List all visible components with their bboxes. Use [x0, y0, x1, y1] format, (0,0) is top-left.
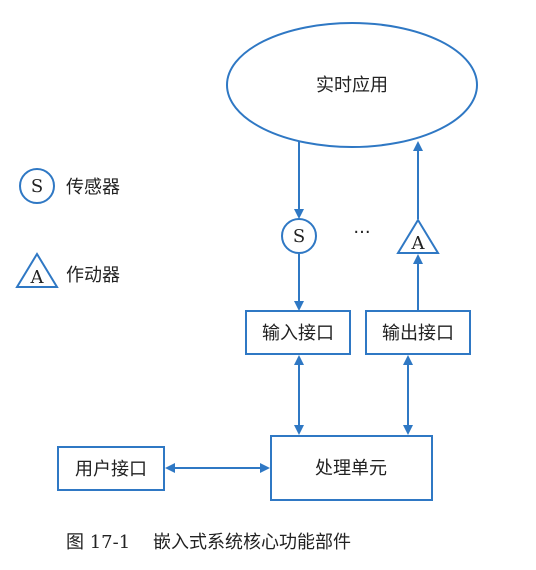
user-interface-label: 用户接口 — [75, 459, 147, 480]
output-interface-box — [365, 310, 471, 355]
actuator-symbol: A — [411, 233, 426, 254]
connections — [165, 141, 423, 473]
output-interface-label: 输出接口 — [382, 323, 454, 344]
legend-actuator: A 作动器 — [15, 252, 120, 288]
sensor-node: S — [281, 218, 317, 254]
user-interface-box — [57, 446, 165, 491]
processing-unit-box — [270, 435, 433, 501]
realtime-app-node: 实时应用 — [226, 22, 478, 148]
input-interface-box — [245, 310, 351, 355]
realtime-app-label: 实时应用 — [316, 75, 388, 96]
ellipsis: ··· — [353, 222, 370, 243]
figure-caption: 图 17-1 嵌入式系统核心功能部件 — [66, 532, 351, 553]
output-interface-node: 输出接口 — [365, 310, 471, 355]
input-interface-label: 输入接口 — [262, 323, 334, 344]
legend-actuator-symbol: A — [30, 267, 45, 288]
processing-unit-node: 处理单元 — [270, 435, 433, 501]
actuator-node: A — [396, 218, 440, 254]
actuator-triangle-icon — [396, 218, 440, 254]
sensor-circle-icon — [19, 168, 55, 204]
realtime-app-ellipse — [226, 22, 478, 148]
legend-sensor-symbol: S — [31, 176, 43, 197]
sensor-circle-icon — [281, 218, 317, 254]
actuator-triangle-icon — [15, 252, 59, 288]
legend: S 传感器 A 作动器 — [15, 168, 120, 288]
processing-unit-label: 处理单元 — [315, 458, 387, 479]
user-interface-node: 用户接口 — [57, 446, 165, 491]
legend-actuator-label: 作动器 — [66, 265, 120, 286]
input-interface-node: 输入接口 — [245, 310, 351, 355]
legend-sensor: S 传感器 — [19, 168, 120, 204]
legend-sensor-label: 传感器 — [66, 177, 120, 198]
sensor-symbol: S — [293, 226, 305, 247]
